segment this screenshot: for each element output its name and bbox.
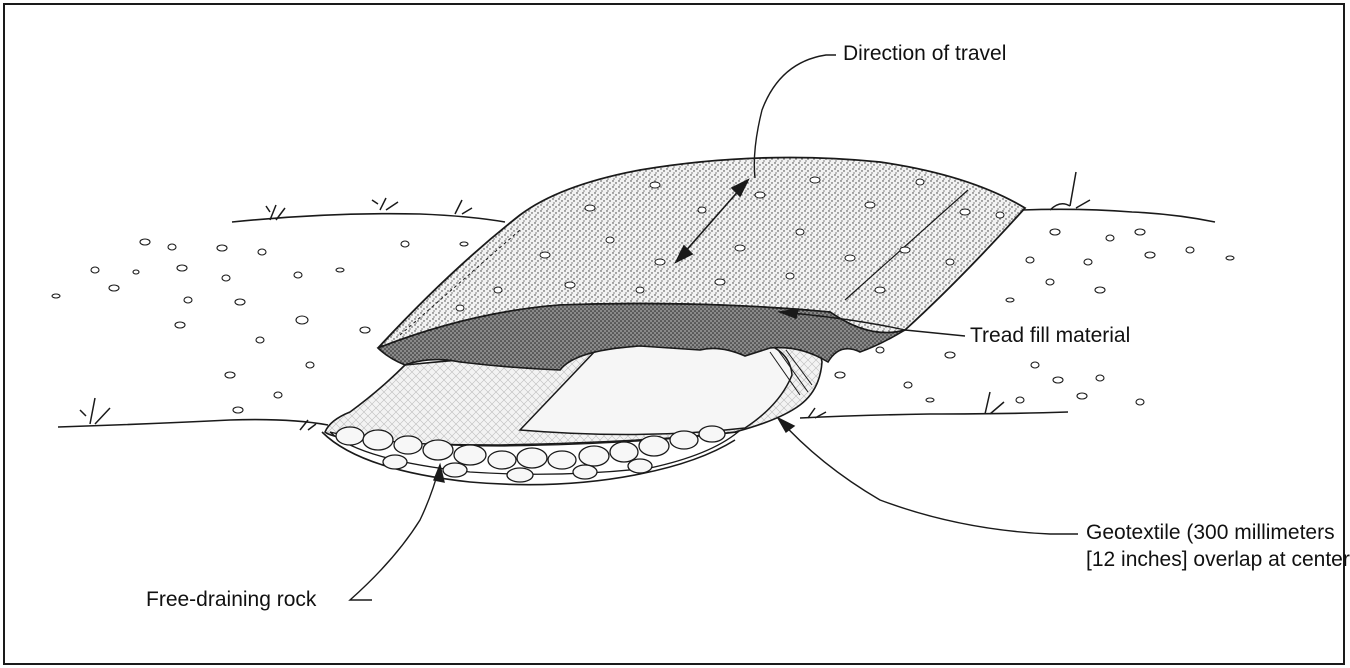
label-geotextile-line-2: [12 inches] overlap at center) — [1086, 547, 1350, 573]
label-direction-of-travel: Direction of travel — [843, 41, 1006, 67]
label-tread-fill-material: Tread fill material — [970, 323, 1130, 349]
label-geotextile-line-1: Geotextile (300 millimeters — [1086, 520, 1335, 546]
label-free-draining-rock: Free-draining rock — [146, 587, 316, 613]
